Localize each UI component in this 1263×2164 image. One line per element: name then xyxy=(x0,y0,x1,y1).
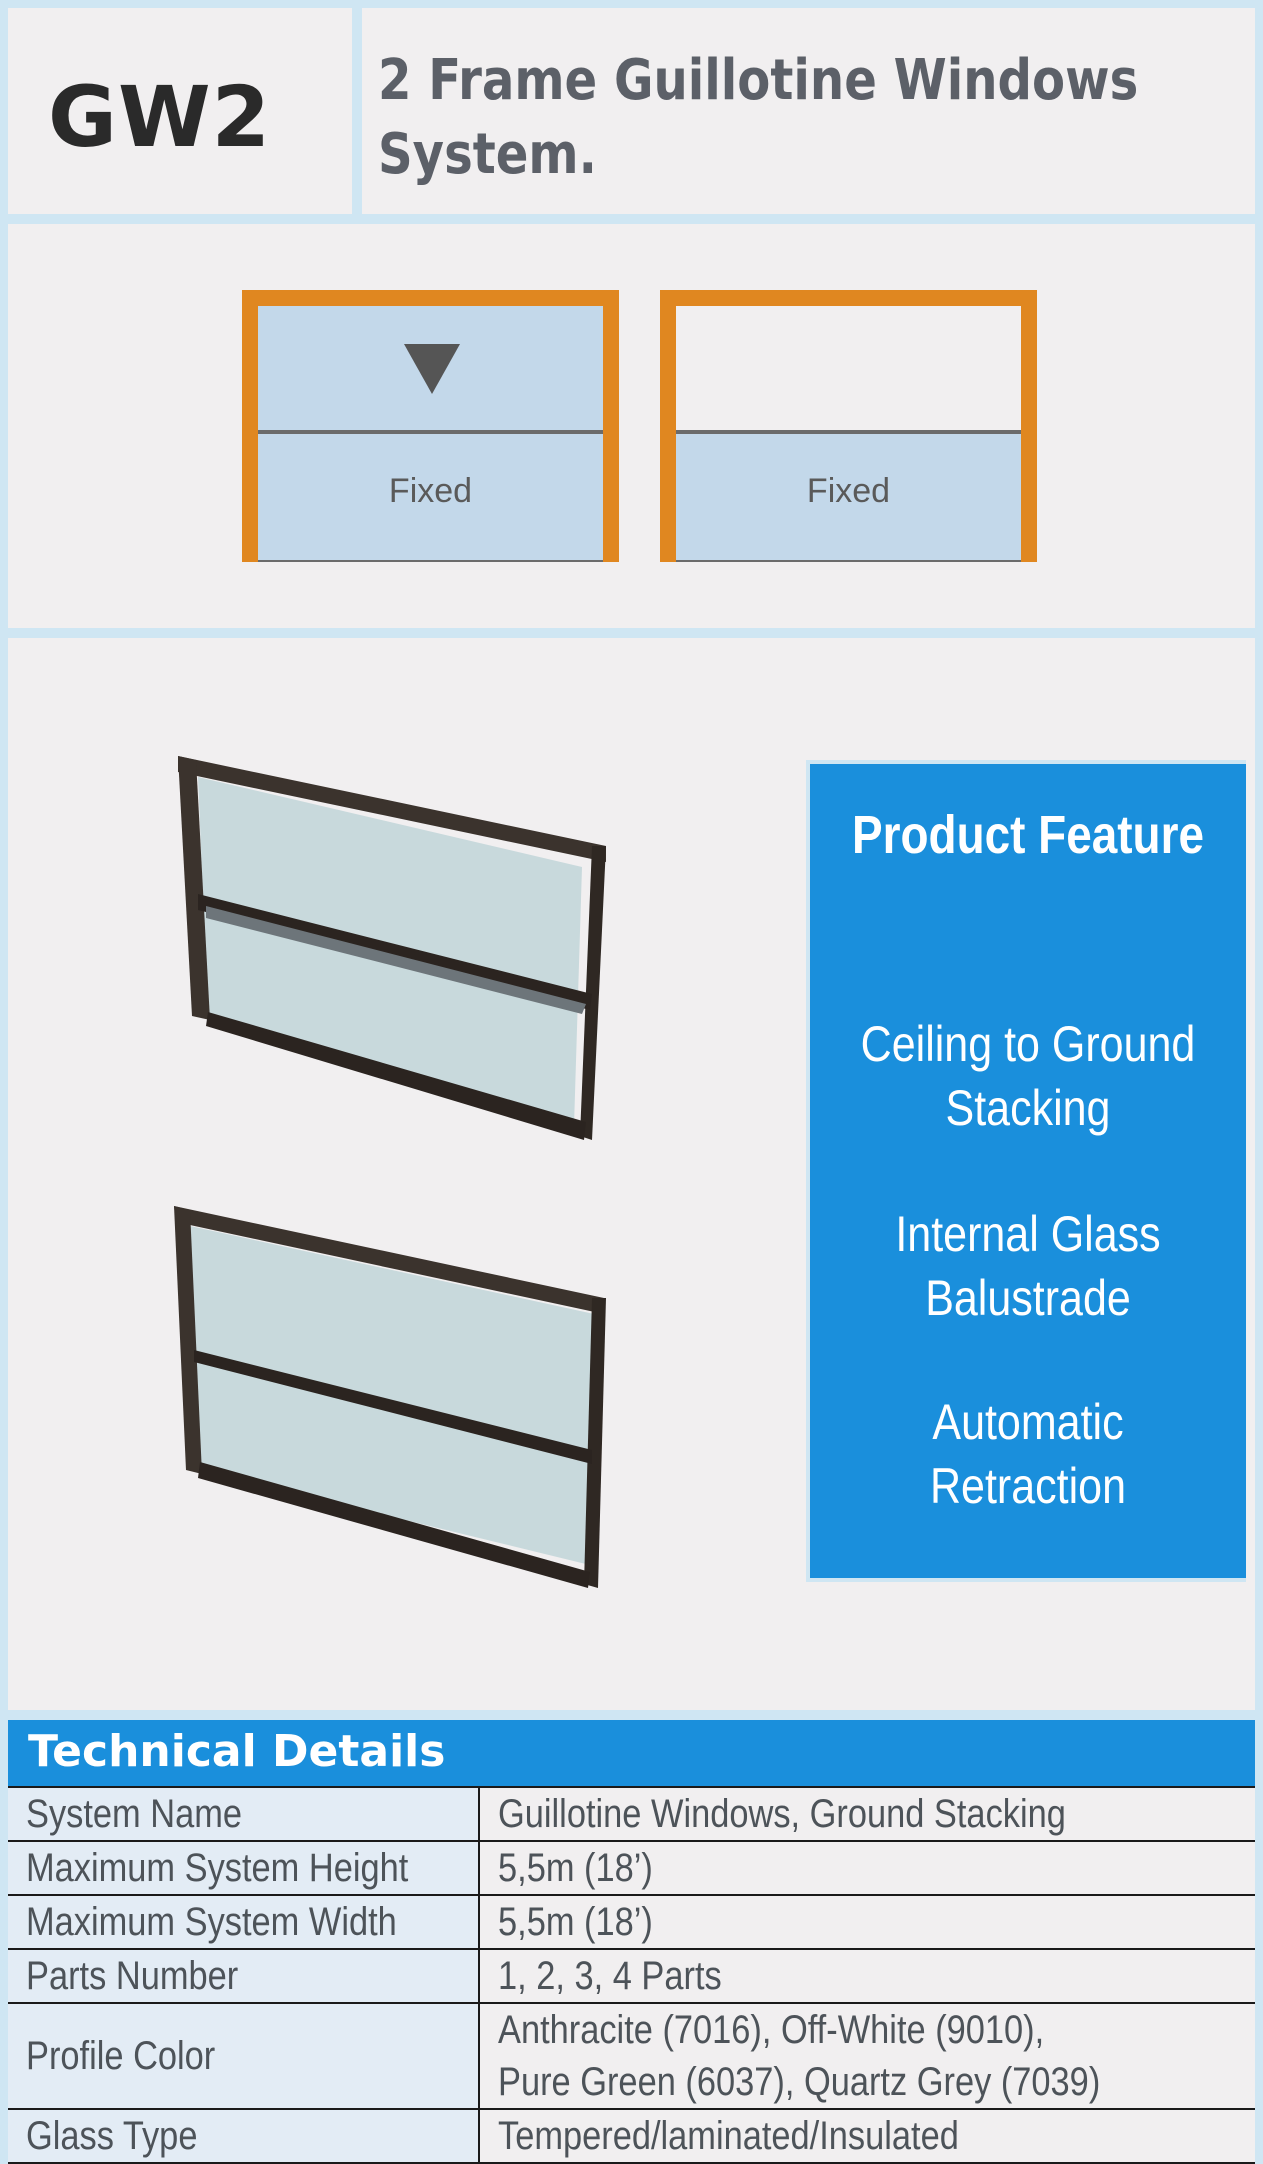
spec-key: Glass Type xyxy=(8,2108,480,2164)
technical-details-table: System Name Guillotine Windows, Ground S… xyxy=(8,1786,1255,2164)
table-row: System Name Guillotine Windows, Ground S… xyxy=(8,1786,1255,1842)
spec-key: Maximum System Width xyxy=(8,1894,480,1950)
product-code-panel: GW2 xyxy=(8,8,352,214)
feature-item: Automatic Retraction xyxy=(841,1390,1216,1518)
spec-key: System Name xyxy=(8,1786,480,1842)
sash-bottom-line xyxy=(258,560,603,562)
technical-details-header: Technical Details xyxy=(8,1720,1255,1786)
product-title-line2: System. xyxy=(378,122,597,187)
sash-divider xyxy=(258,430,603,434)
product-title-line1: 2 Frame Guillotine Windows xyxy=(378,48,1139,113)
spec-key: Maximum System Height xyxy=(8,1840,480,1896)
left-lower-pane xyxy=(258,434,603,560)
sash-bottom-line xyxy=(676,560,1021,562)
right-fixed-label: Fixed xyxy=(806,472,891,510)
spec-key: Profile Color xyxy=(8,2002,480,2110)
feature-item: Internal Glass Balustrade xyxy=(841,1202,1216,1330)
left-sash-diagram: Fixed xyxy=(242,290,619,562)
spec-value: Anthracite (7016), Off-White (9010), Pur… xyxy=(479,2002,1255,2110)
spec-value: Tempered/laminated/Insulated xyxy=(479,2108,1255,2164)
feature-line: Internal Glass xyxy=(895,1206,1161,1262)
right-lower-pane xyxy=(676,434,1021,560)
feature-line: Stacking xyxy=(945,1080,1111,1136)
right-upper-opening xyxy=(676,306,1021,430)
technical-details-title: Technical Details xyxy=(28,1726,446,1777)
opening-diagram: Fixed Fixed xyxy=(8,224,1255,628)
spec-key: Parts Number xyxy=(8,1948,480,2004)
spec-value: 1, 2, 3, 4 Parts xyxy=(479,1948,1255,2004)
product-feature-title: Product Feature xyxy=(852,805,1204,865)
left-fixed-label: Fixed xyxy=(388,472,473,510)
product-feature-box: Product Feature Ceiling to Ground Stacki… xyxy=(806,760,1246,1582)
left-upper-pane xyxy=(258,306,603,430)
feature-line: Balustrade xyxy=(925,1270,1131,1326)
feature-line: Ceiling to Ground xyxy=(860,1016,1196,1072)
table-row: Glass Type Tempered/laminated/Insulated xyxy=(8,2108,1255,2164)
feature-line: Automatic xyxy=(932,1394,1124,1450)
product-code: GW2 xyxy=(48,68,272,166)
product-title-panel: 2 Frame Guillotine Windows System. xyxy=(362,8,1255,214)
spec-value: 5,5m (18’) xyxy=(479,1894,1255,1950)
table-row: Parts Number 1, 2, 3, 4 Parts xyxy=(8,1948,1255,2004)
spec-value: Guillotine Windows, Ground Stacking xyxy=(479,1786,1255,1842)
feature-line: Retraction xyxy=(930,1458,1126,1514)
table-row: Profile Color Anthracite (7016), Off-Whi… xyxy=(8,2002,1255,2110)
sash-divider xyxy=(676,430,1021,434)
product-title: 2 Frame Guillotine Windows System. xyxy=(378,44,1238,192)
table-row: Maximum System Height 5,5m (18’) xyxy=(8,1840,1255,1896)
feature-item: Ceiling to Ground Stacking xyxy=(841,1012,1216,1140)
right-sash-diagram: Fixed xyxy=(660,290,1037,562)
down-arrow-icon xyxy=(404,344,460,394)
spec-value: 5,5m (18’) xyxy=(479,1840,1255,1896)
table-row: Maximum System Width 5,5m (18’) xyxy=(8,1894,1255,1950)
